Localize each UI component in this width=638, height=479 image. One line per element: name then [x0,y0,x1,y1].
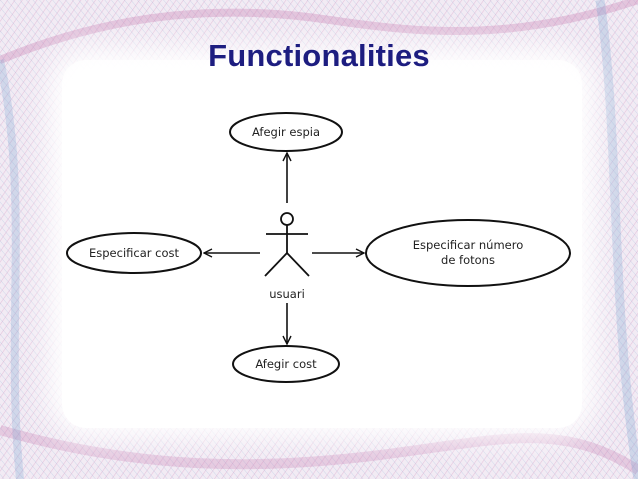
use-case-afegir-espia: Afegir espia [229,112,343,152]
actor-label: usuari [269,287,305,301]
actor-usuari [264,212,310,277]
use-case-label-line-1: Especificar número [413,238,524,252]
use-case-label: Especificar cost [89,246,179,260]
actor-head [280,212,294,226]
use-case-label: Afegir espia [252,125,320,139]
use-case-especificar-cost: Especificar cost [66,232,202,274]
use-case-afegir-cost: Afegir cost [232,345,340,383]
actor-left-leg [264,252,288,277]
actor-right-leg [286,252,310,277]
slide-title: Functionalities [208,38,430,73]
use-case-especificar-numero-de-fotons: Especificar número de fotons [365,219,571,287]
use-case-label: Afegir cost [255,357,317,371]
use-case-label-line-2: de fotons [441,253,495,267]
